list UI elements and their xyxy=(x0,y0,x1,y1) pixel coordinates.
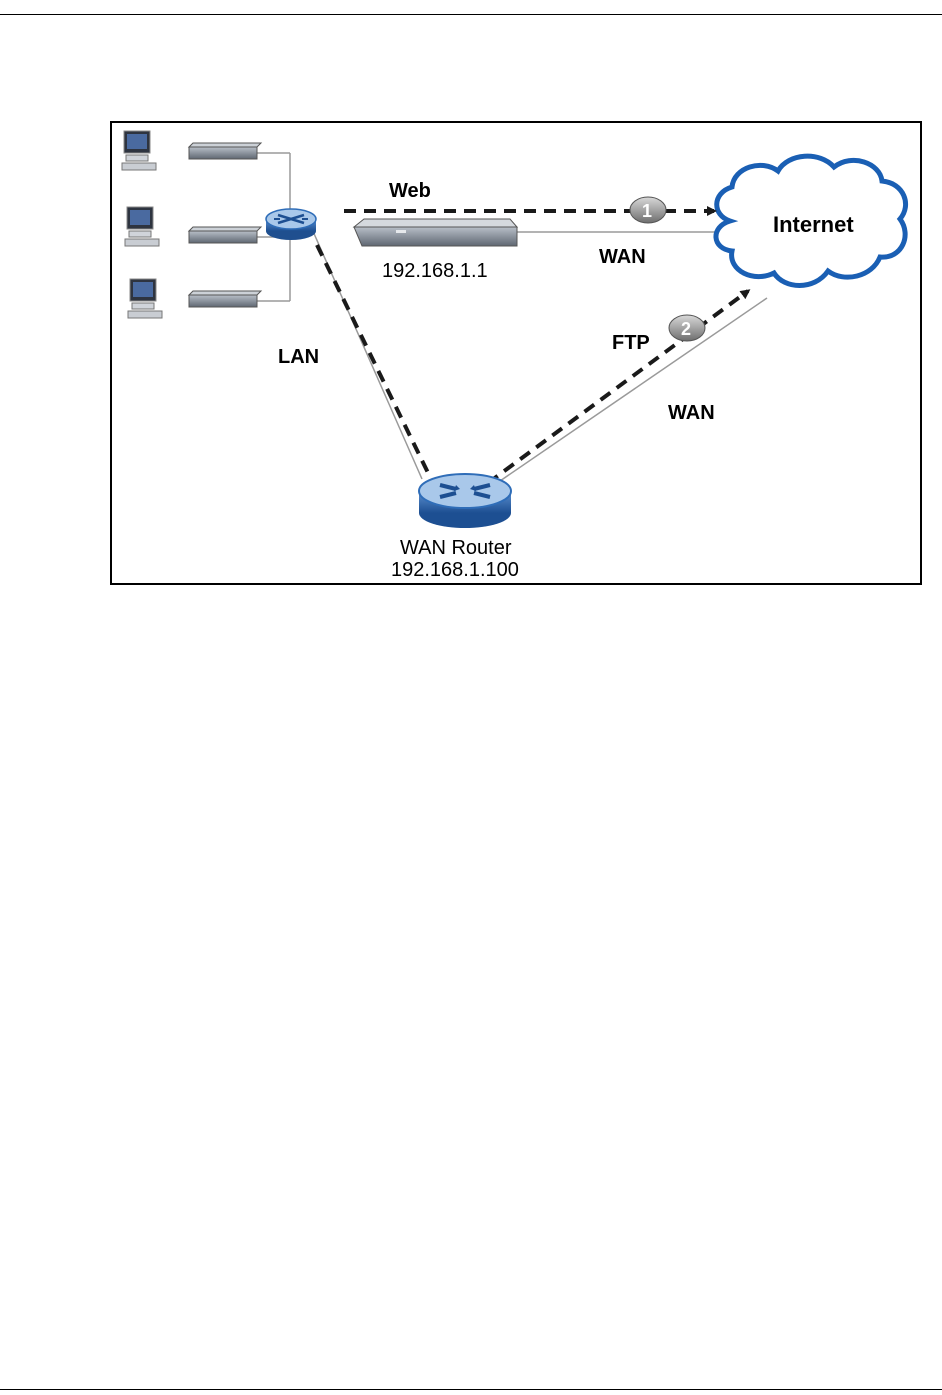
marker-1-number: 1 xyxy=(642,201,652,221)
computer-icon xyxy=(125,207,159,246)
network-diagram: 192.168.1.1 Internet 1 2 Web WAN LAN FTP… xyxy=(112,123,920,583)
ftp-label: FTP xyxy=(612,332,650,354)
firewall-device-icon xyxy=(354,219,517,246)
router-ip-label: 192.168.1.100 xyxy=(391,559,519,581)
marker-1: 1 xyxy=(630,197,666,223)
traffic-paths xyxy=(317,211,748,483)
modem-icon xyxy=(189,227,261,243)
network-diagram-figure: 192.168.1.1 Internet 1 2 Web WAN LAN FTP… xyxy=(110,121,922,585)
computer-icon xyxy=(122,131,156,170)
web-label: Web xyxy=(389,180,431,202)
marker-2: 2 xyxy=(669,315,705,341)
wan-bottom-label: WAN xyxy=(668,402,715,424)
device-ip-label: 192.168.1.1 xyxy=(382,260,488,282)
marker-2-number: 2 xyxy=(681,319,691,339)
switch-icon xyxy=(266,209,316,240)
modem-icon xyxy=(189,291,261,307)
lan-label: LAN xyxy=(278,346,319,368)
internet-label: Internet xyxy=(773,212,854,237)
ftp-path-arrow xyxy=(488,291,748,483)
wan-top-label: WAN xyxy=(599,246,646,268)
computer-icon xyxy=(128,279,162,318)
router-name-label: WAN Router xyxy=(400,537,512,559)
footer-rule xyxy=(0,1389,942,1390)
header-rule xyxy=(0,14,942,15)
modem-icon xyxy=(189,143,261,159)
wan-router-icon xyxy=(419,474,511,528)
